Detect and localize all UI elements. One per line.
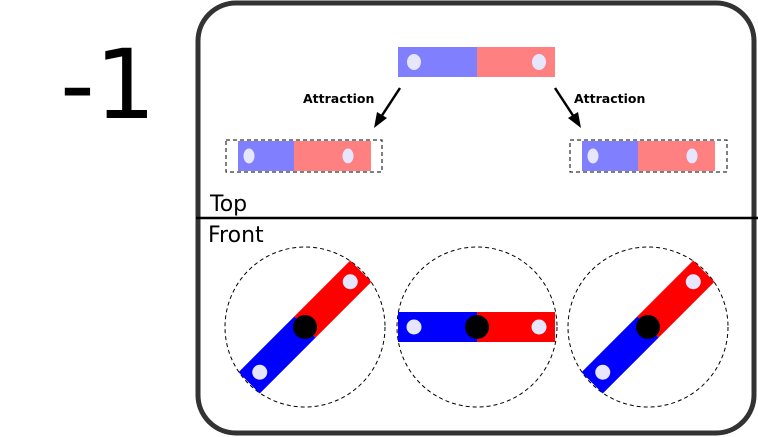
right-arrow-label: Attraction (574, 91, 645, 106)
pole-dot (686, 148, 698, 164)
pivot-point (293, 315, 317, 339)
pole-dot (685, 274, 701, 290)
left-arrow-label: Attraction (303, 91, 374, 106)
pivot-point (636, 315, 660, 339)
pole-dot (342, 148, 354, 164)
front-right-magnet (567, 246, 729, 408)
red-pole (638, 141, 715, 171)
pole-dot (243, 148, 255, 164)
pole-dot (342, 274, 358, 290)
pole-dot (406, 319, 422, 335)
rotation-circle (396, 246, 558, 408)
top-center-magnet (398, 47, 555, 77)
pivot-point (465, 315, 489, 339)
bounding-box (569, 139, 728, 173)
pole-dot (531, 319, 547, 335)
right-attraction-arrow (553, 87, 581, 128)
rotation-circle (567, 246, 729, 408)
rotation-circle (224, 246, 386, 408)
pole-dot (252, 364, 268, 380)
left-attraction-arrow (374, 87, 402, 128)
front-center-magnet (396, 246, 558, 408)
top-right-magnet (569, 139, 728, 173)
panel-number: -1 (60, 29, 156, 141)
red-pole (294, 141, 371, 171)
top-section-label: Top (209, 192, 247, 217)
top-left-magnet (225, 139, 383, 173)
pole-dot (407, 54, 421, 70)
bounding-box (225, 139, 383, 173)
pole-dot (595, 364, 611, 380)
front-section-label: Front (208, 223, 264, 248)
pole-dot (587, 148, 599, 164)
front-left-magnet (224, 246, 386, 408)
pole-dot (532, 54, 546, 70)
